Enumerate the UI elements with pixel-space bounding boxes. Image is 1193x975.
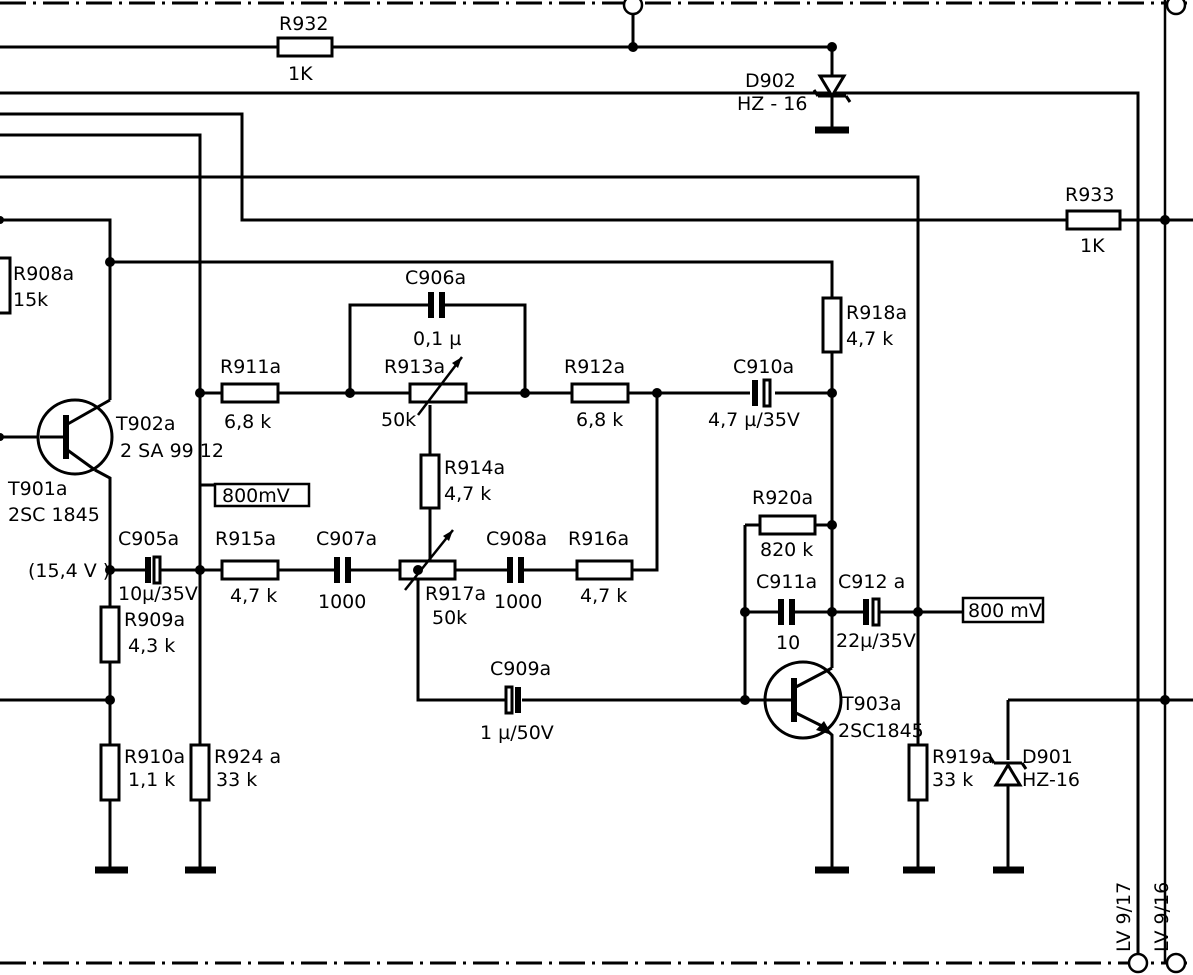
resistor-r932 <box>276 36 334 58</box>
potentiometer-arrows <box>404 356 463 591</box>
r924a-ref: R924 a <box>214 746 281 768</box>
connector-lv916-label: LV 9/16 <box>1151 882 1173 952</box>
r932-value: 1K <box>288 63 313 85</box>
c909a-value: 1 µ/50V <box>480 722 554 744</box>
resistor-r918a <box>821 296 843 354</box>
r912a-value: 6,8 k <box>576 409 623 431</box>
diode-d902 <box>812 74 852 103</box>
t902a-ref: T902a <box>115 413 176 435</box>
c910a-value: 4,7 µ/35V <box>708 409 800 431</box>
connector-terminals <box>622 0 1187 974</box>
d902-type: HZ - 16 <box>737 93 807 115</box>
resistor-r924a <box>189 743 211 802</box>
resistor-r920a <box>758 514 817 536</box>
t901a-type: 2SC 1845 <box>8 504 100 526</box>
ground-symbols <box>95 126 1024 874</box>
r917a-value: 50k <box>432 607 467 629</box>
c907a-value: 1000 <box>318 591 366 613</box>
r911a-ref: R911a <box>220 356 281 378</box>
r920a-ref: R920a <box>752 487 813 509</box>
resistor-r911a <box>220 382 280 404</box>
r918a-value: 4,7 k <box>846 328 893 350</box>
labels: R932 1K R933 1K R908a 15k R911a 6,8 k R9… <box>7 13 1173 952</box>
signal-box-left <box>213 482 311 508</box>
resistor-r909a <box>99 605 121 664</box>
connector-lv917-label: LV 9/17 <box>1113 882 1135 952</box>
resistor-r913a <box>408 382 468 404</box>
r913a-value: 50k <box>381 409 416 431</box>
signal-level-left: 800mV <box>222 485 290 507</box>
r932-ref: R932 <box>279 13 328 35</box>
c906a-ref: C906a <box>405 267 466 289</box>
r924a-value: 33 k <box>216 769 257 791</box>
r918a-ref: R918a <box>846 302 907 324</box>
c908a-value: 1000 <box>494 591 542 613</box>
c912a-ref: C912 a <box>838 571 905 593</box>
c911a-value: 10 <box>776 632 800 654</box>
d902-ref: D902 <box>745 70 796 92</box>
resistor-r933 <box>1065 209 1122 231</box>
transistor-t902a <box>36 398 114 476</box>
resistor-r908a <box>0 256 12 315</box>
signal-box-right <box>961 596 1045 624</box>
r908a-value: 15k <box>13 289 48 311</box>
r914a-value: 4,7 k <box>444 483 491 505</box>
c905a-value: 10µ/35V <box>118 583 198 605</box>
resistor-r914a <box>419 453 441 510</box>
r912a-ref: R912a <box>564 356 625 378</box>
c908a-ref: C908a <box>486 528 547 550</box>
r913a-ref: R913a <box>384 356 445 378</box>
voltage-note: (15,4 V ) <box>28 560 110 582</box>
c906a-value: 0,1 µ <box>413 328 461 350</box>
r915a-value: 4,7 k <box>230 585 277 607</box>
d901-ref: D901 <box>1022 746 1073 768</box>
resistor-bodies <box>0 36 1122 802</box>
r933-ref: R933 <box>1065 184 1114 206</box>
t903a-type: 2SC1845 <box>838 720 924 742</box>
r917a-ref: R917a <box>425 583 486 605</box>
diode-d901 <box>988 756 1028 787</box>
t901a-ref: T901a <box>7 478 68 500</box>
resistor-r915a <box>220 559 280 581</box>
r919a-ref: R919a <box>932 746 993 768</box>
r916a-ref: R916a <box>568 528 629 550</box>
d901-type: HZ-16 <box>1022 769 1080 791</box>
t903a-ref: T903a <box>841 693 902 715</box>
resistor-r916a <box>575 559 634 581</box>
c907a-ref: C907a <box>316 528 377 550</box>
c912a-value: 22µ/35V <box>836 630 916 652</box>
junction-dots <box>0 42 1170 705</box>
r920a-value: 820 k <box>760 539 813 561</box>
r909a-value: 4,3 k <box>128 635 175 657</box>
resistor-r912a <box>570 382 630 404</box>
r914a-ref: R914a <box>444 457 505 479</box>
r919a-value: 33 k <box>932 769 973 791</box>
r911a-value: 6,8 k <box>224 411 271 433</box>
resistor-r919a <box>907 743 929 802</box>
c910a-ref: C910a <box>733 356 794 378</box>
r910a-value: 1,1 k <box>128 769 175 791</box>
wires <box>0 5 1193 963</box>
resistor-r910a <box>99 743 121 802</box>
r915a-ref: R915a <box>215 528 276 550</box>
c911a-ref: C911a <box>756 571 817 593</box>
r933-value: 1K <box>1080 235 1105 257</box>
r910a-ref: R910a <box>124 746 185 768</box>
capacitor-plates <box>145 292 881 715</box>
r908a-ref: R908a <box>13 263 74 285</box>
c905a-ref: C905a <box>118 528 179 550</box>
r916a-value: 4,7 k <box>580 585 627 607</box>
r909a-ref: R909a <box>124 609 185 631</box>
transistor-t903a <box>745 660 843 740</box>
t902a-type: 2 SA 99 12 <box>120 440 224 462</box>
signal-level-right: 800 mV <box>968 600 1042 622</box>
c909a-ref: C909a <box>490 658 551 680</box>
